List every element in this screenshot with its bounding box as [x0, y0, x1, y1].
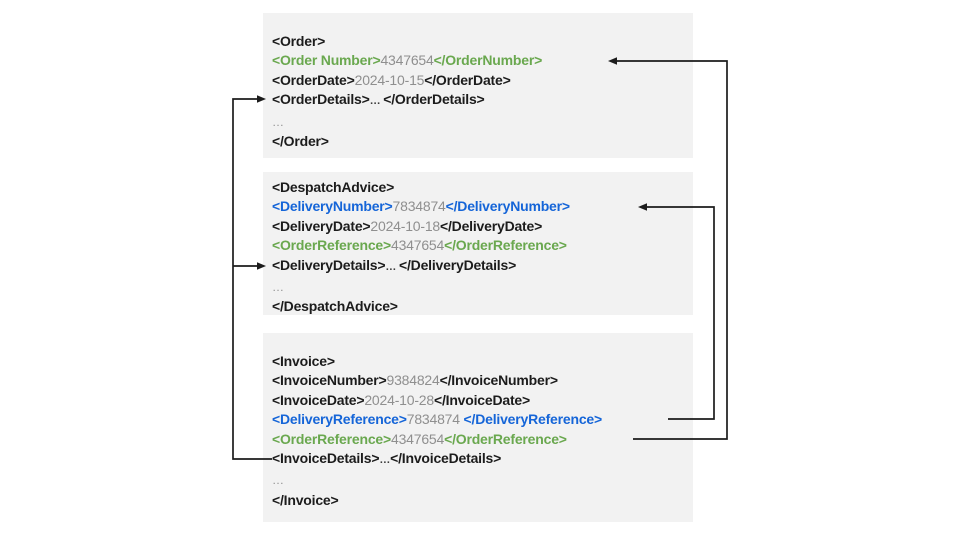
code-line: …	[272, 470, 689, 490]
code-line: <OrderDetails>… </OrderDetails>	[272, 90, 689, 111]
code-line: </DespatchAdvice>	[272, 297, 689, 316]
xml-tag: <Invoice>	[272, 353, 335, 369]
xml-tag: </DespatchAdvice>	[272, 298, 398, 315]
code-line: <OrderReference>4347654</OrderReference>	[272, 430, 689, 449]
code-line: <Invoice>	[272, 352, 689, 371]
xml-tag: <InvoiceDetails>	[272, 450, 380, 467]
xml-value: 7834874	[392, 198, 446, 215]
code-line: <InvoiceDate>2024-10-28</InvoiceDate>	[272, 391, 689, 410]
xml-tag: <OrderReference>	[272, 430, 391, 447]
xml-tag: <Order>	[272, 33, 326, 49]
code-line: <DeliveryNumber>7834874</DeliveryNumber>	[272, 197, 689, 216]
code-line: <Order>	[272, 32, 689, 51]
ellipsis-text: …	[385, 260, 400, 273]
ellipsis-text: …	[379, 454, 391, 467]
invoice-xml-block: <Invoice><InvoiceNumber>9384824</Invoice…	[263, 333, 693, 522]
ellipsis-text: …	[272, 280, 284, 295]
xml-tag: <OrderReference>	[272, 237, 391, 254]
code-line: <InvoiceNumber>9384824</InvoiceNumber>	[272, 371, 689, 390]
xml-tag: <DeliveryDate>	[272, 217, 371, 234]
code-line: …	[272, 277, 689, 297]
code-line: <Order Number>4347654</OrderNumber>	[272, 51, 689, 70]
ellipsis-text: …	[272, 473, 284, 488]
xml-value: 9384824	[386, 372, 440, 389]
xml-value: 4347654	[390, 430, 445, 447]
order-xml-block: <Order> <Order Number>4347654</OrderNumbe…	[263, 13, 693, 158]
xml-tag: </OrderReference>	[444, 430, 567, 447]
xml-value: 2024-10-15	[354, 71, 425, 88]
xml-tag: </DeliveryReference>	[463, 411, 603, 428]
xml-tag: </OrderReference>	[444, 237, 567, 254]
xml-tag: </OrderNumber>	[433, 52, 543, 69]
xml-tag: <DeliveryReference>	[272, 411, 407, 428]
xml-tag: </OrderDetails>	[383, 91, 485, 108]
ellipsis-text: …	[369, 95, 384, 108]
xml-value: 2024-10-28	[364, 391, 434, 408]
code-line: <DeliveryDate>2024-10-18</DeliveryDate>	[272, 217, 689, 236]
code-line: </Invoice>	[272, 491, 689, 510]
xml-value: 4347654	[390, 237, 445, 254]
code-line: <InvoiceDetails>…</InvoiceDetails>	[272, 449, 689, 470]
despatch-advice-xml-block: <DespatchAdvice><DeliveryNumber>7834874<…	[263, 172, 693, 315]
xml-tag: </Order>	[272, 133, 329, 150]
xml-value: 4347654	[380, 52, 434, 69]
xml-tag: <InvoiceNumber>	[272, 372, 387, 389]
xml-tag: </DeliveryNumber>	[445, 198, 570, 215]
xml-tag: </InvoiceDetails>	[390, 450, 502, 467]
ellipsis-text: …	[272, 114, 284, 129]
xml-tag: <DespatchAdvice>	[272, 179, 395, 195]
xml-value: 2024-10-18	[370, 217, 441, 234]
code-line: <DeliveryReference>7834874 </DeliveryRef…	[272, 410, 689, 429]
code-line: <DeliveryDetails>… </DeliveryDetails>	[272, 256, 689, 277]
xml-tag: <OrderDetails>	[272, 91, 370, 108]
xml-tag: <DeliveryNumber>	[272, 198, 393, 215]
xml-tag: </Invoice>	[272, 491, 339, 508]
xml-tag: <InvoiceDate>	[272, 391, 365, 408]
code-line: …	[272, 112, 689, 132]
code-line: <OrderDate>2024-10-15</OrderDate>	[272, 71, 689, 90]
xml-tag: <DeliveryDetails>	[272, 256, 386, 273]
xml-tag: </InvoiceDate>	[433, 391, 530, 408]
xml-tag: </DeliveryDetails>	[399, 256, 517, 273]
code-line: </Order>	[272, 132, 689, 151]
xml-value: 7834874	[406, 411, 464, 428]
code-line: <OrderReference>4347654</OrderReference>	[272, 236, 689, 255]
xml-tag: <OrderDate>	[272, 71, 355, 88]
xml-tag: </InvoiceNumber>	[439, 372, 558, 389]
xml-tag: </OrderDate>	[424, 71, 511, 88]
xml-tag: </DeliveryDate>	[440, 217, 543, 234]
xml-tag: <Order Number>	[272, 52, 381, 69]
code-line: <DespatchAdvice>	[272, 178, 689, 197]
